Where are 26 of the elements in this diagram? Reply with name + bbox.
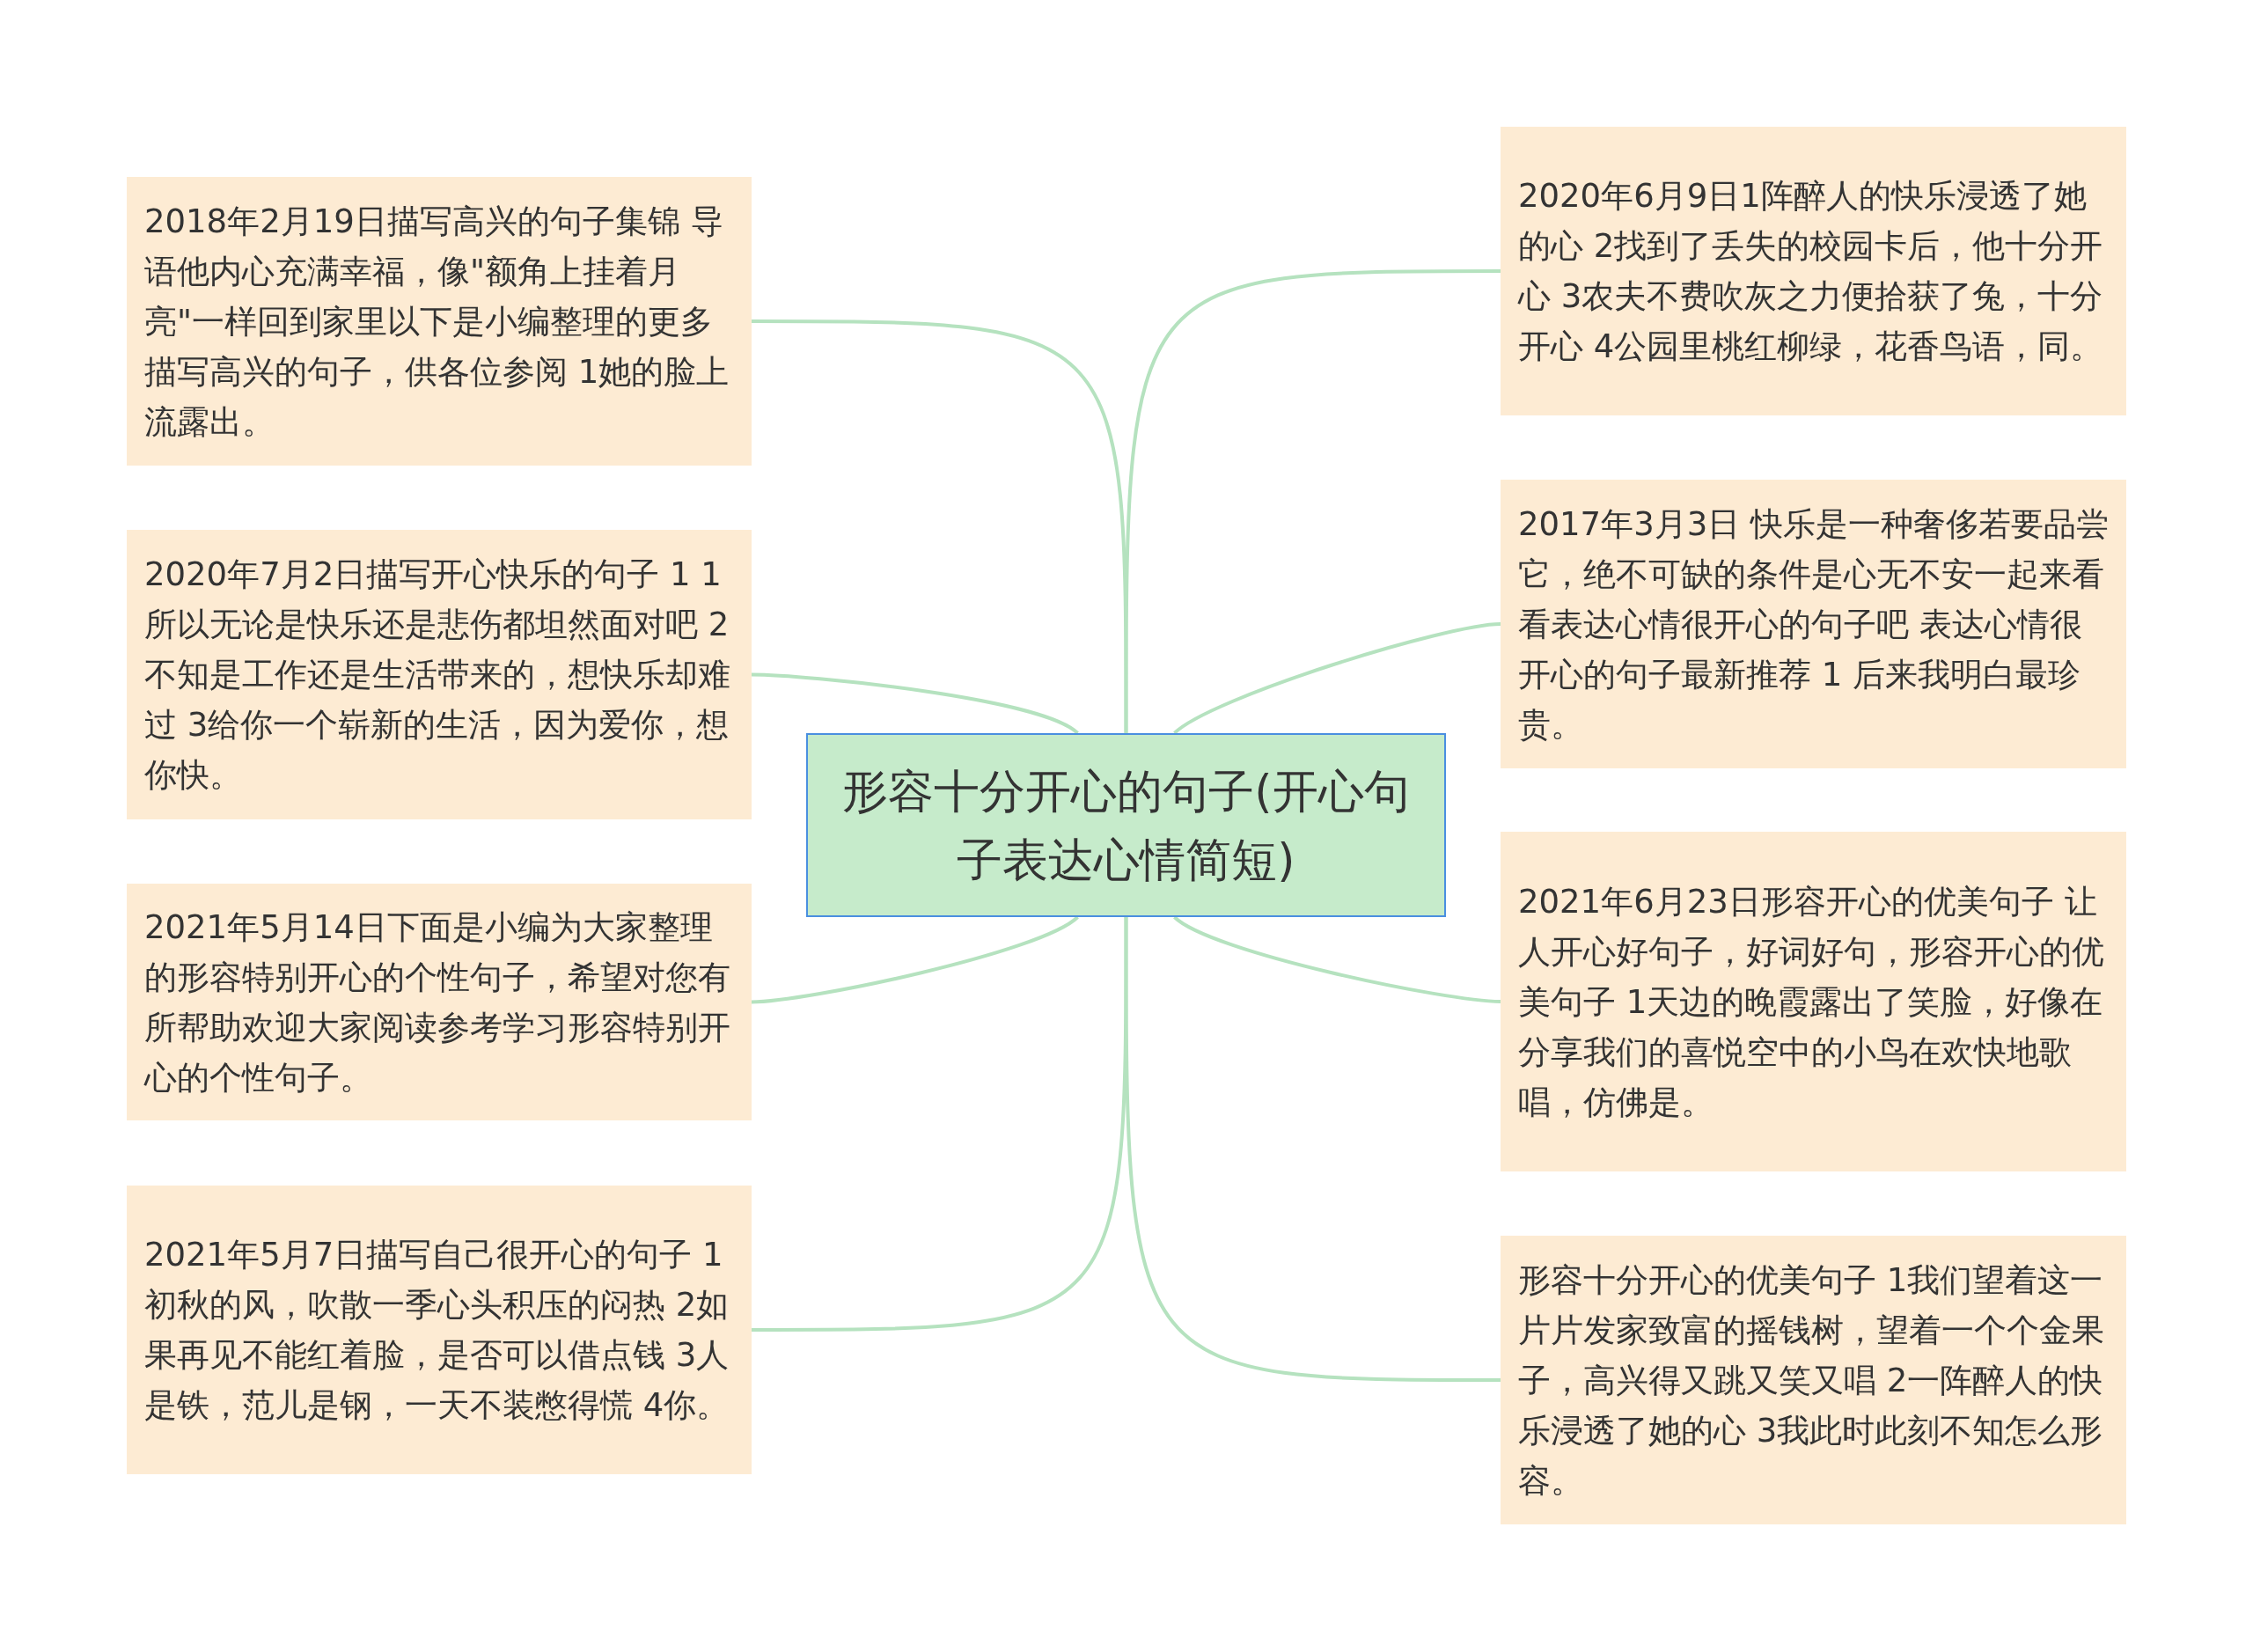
topic-box <box>1501 832 2126 1171</box>
topic-box <box>1501 127 2126 415</box>
topic-box <box>127 177 752 466</box>
topic-text: 形容十分开心的优美句子 1我们望着这一片片发家致富的摇钱树，望着一个个金果子，高兴得又跳又笑又唱 2一阵醉人的快乐浸透了她的心 3我此时此刻不知怎么形容。 <box>1518 1259 2105 1501</box>
connector-curve <box>1124 269 1501 733</box>
topic-box <box>127 884 752 1120</box>
topic-text: 2021年6月23日形容开心的优美句子 让人开心好句子，好词好句，形容开心的优美句子 1天边的晚霞露出了笑脸，好像在分享我们的喜悦空中的小鸟在欢快地歌唱，仿佛是。 <box>1518 881 2105 1123</box>
topic-box <box>1501 480 2126 768</box>
topic-text: 2020年6月9日1阵醉人的快乐浸透了她的心 2找到了丢失的校园卡后，他十分开心 3农夫不费吹灰之力便拾获了兔，十分开心 4公园里桃红柳绿，花香鸟语，同。 <box>1518 176 2104 367</box>
connector-curve <box>1173 915 1501 1003</box>
topic-text: 2021年5月14日下面是小编为大家整理的形容特别开心的个性句子，希望对您有所帮助欢迎大家阅读参考学习形容特别开心的个性句子。 <box>144 907 731 1098</box>
topic-text: 2020年7月2日描写开心快乐的句子 1 1所以无论是快乐还是悲伤都坦然面对吧 2不知是工作还是生活带来的，想快乐却难过 3给你一个崭新的生活，因为爱你，想你快。 <box>144 554 731 796</box>
connector-curve <box>751 672 1079 735</box>
connector-curve <box>752 319 1128 733</box>
topic-text: 2017年3月3日 快乐是一种奢侈若要品尝它，绝不可缺的条件是心无不安一起来看看表达心情很开心的句子吧 表达心情很开心的句子最新推荐 1 后来我明白最珍贵。 <box>1518 503 2109 745</box>
topic-text: 2018年2月19日描写高兴的句子集锦 导语他内心充满幸福，像"额角上挂着月亮"一样回到家里以下是小编整理的更多描写高兴的句子，供各位参阅 1她的脸上流露出。 <box>144 201 730 443</box>
central-topic-box <box>806 733 1446 917</box>
connector-curve <box>1173 622 1501 735</box>
topic-box <box>127 530 752 819</box>
topic-box <box>127 1186 752 1474</box>
connector-curve <box>752 917 1128 1332</box>
connector-curve <box>751 915 1079 1004</box>
topic-box <box>1501 1236 2126 1524</box>
central-topic-text: 形容十分开心的句子(开心句子表达心情简短) <box>841 763 1411 888</box>
topic-text: 2021年5月7日描写自己很开心的句子 1初秋的风，吹散一季心头积压的闷热 2如果再见不能红着脸，是否可以借点钱 3人是铁，范儿是钢，一天不装憋得慌 4你。 <box>144 1235 730 1426</box>
connector-curve <box>1124 917 1501 1382</box>
